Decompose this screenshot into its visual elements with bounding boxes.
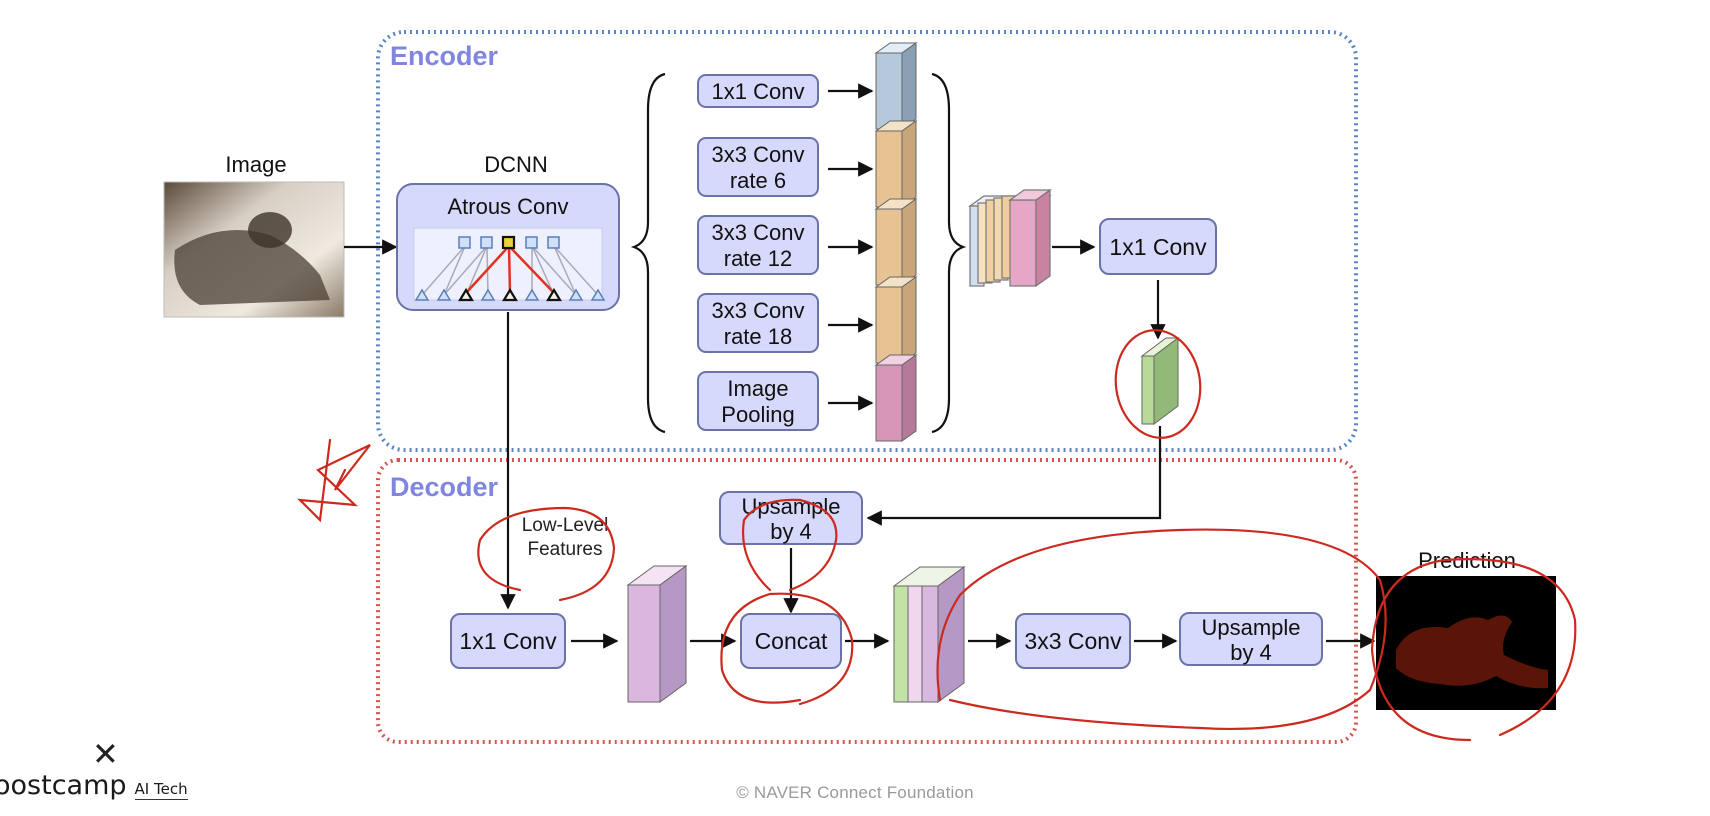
prediction-mask — [1376, 576, 1556, 710]
star-annotation — [297, 438, 371, 523]
logo-brand: oostcamp — [0, 770, 127, 801]
encoder-output-feature — [1140, 337, 1180, 425]
atrous-conv-illustration — [414, 235, 606, 302]
copyright-footer: © NAVER Connect Foundation — [736, 783, 974, 802]
image-label: Image — [225, 152, 286, 177]
logo-mark: ✕ — [92, 735, 119, 773]
circle-prediction — [1370, 558, 1577, 742]
aspp-conv3x3-rate18: 3x3 Conv rate 18 — [697, 293, 819, 353]
aspp-conv1x1: 1x1 Conv — [697, 74, 819, 108]
svg-text:1x1 Conv: 1x1 Conv — [712, 79, 805, 104]
low-level-features-line2: Features — [528, 539, 603, 560]
input-image — [163, 181, 345, 318]
decoder-title: Decoder — [390, 472, 499, 502]
svg-text:by 4: by 4 — [1230, 640, 1272, 665]
aspp-image-pooling: Image Pooling — [697, 371, 819, 431]
logo-sub: AI Tech — [134, 780, 188, 800]
feature-map-pooling — [874, 354, 918, 442]
svg-text:Image: Image — [727, 376, 788, 401]
handwritten-annotations — [297, 329, 1577, 742]
feature-map-rate6 — [874, 120, 918, 208]
decoder-upsample-right: Upsample by 4 — [1179, 612, 1323, 666]
aspp-conv3x3-rate12: 3x3 Conv rate 12 — [697, 215, 819, 275]
svg-text:Upsample: Upsample — [1201, 615, 1300, 640]
svg-text:Upsample: Upsample — [741, 494, 840, 519]
dcnn-label: DCNN — [484, 152, 548, 177]
svg-text:1x1 Conv: 1x1 Conv — [1109, 234, 1207, 260]
svg-text:Concat: Concat — [755, 628, 828, 654]
svg-text:3x3 Conv: 3x3 Conv — [712, 298, 805, 323]
encoder-conv1x1: 1x1 Conv — [1099, 218, 1217, 275]
logo: oostcamp AI Tech — [0, 770, 188, 801]
brace-left — [630, 72, 666, 434]
lowlevel-feature-map — [626, 565, 688, 703]
circle-low-level — [477, 506, 616, 602]
svg-text:1x1 Conv: 1x1 Conv — [459, 628, 557, 654]
brace-right — [931, 72, 967, 434]
svg-text:rate 12: rate 12 — [724, 246, 793, 271]
circle-encoder-output — [1114, 329, 1202, 439]
decoder-concat-stack — [892, 566, 966, 703]
decoder-region — [376, 458, 1358, 744]
svg-text:rate 6: rate 6 — [730, 168, 786, 193]
svg-text:3x3 Conv: 3x3 Conv — [712, 220, 805, 245]
dcnn-title: Atrous Conv — [447, 194, 568, 219]
circle-upsample — [742, 498, 838, 592]
aspp-concat-stack — [968, 188, 1052, 288]
encoder-region — [376, 30, 1358, 452]
svg-text:by 4: by 4 — [770, 519, 812, 544]
svg-text:Pooling: Pooling — [721, 402, 794, 427]
circle-decoder-tail — [936, 528, 1387, 731]
low-level-features-line1: Low-Level — [522, 515, 609, 536]
decoder-concat: Concat — [740, 613, 842, 669]
feature-map-rate12 — [874, 198, 918, 286]
circle-concat — [720, 592, 854, 706]
aspp-conv3x3-rate6: 3x3 Conv rate 6 — [697, 137, 819, 197]
svg-text:rate 18: rate 18 — [724, 324, 793, 349]
svg-text:3x3 Conv: 3x3 Conv — [1024, 628, 1122, 654]
decoder-upsample-top: Upsample by 4 — [719, 491, 863, 545]
aspp-arrows — [828, 83, 874, 411]
decoder-conv3x3: 3x3 Conv — [1015, 613, 1131, 669]
decoder-conv1x1: 1x1 Conv — [450, 613, 566, 669]
encoder-title: Encoder — [390, 41, 499, 71]
svg-text:3x3 Conv: 3x3 Conv — [712, 142, 805, 167]
dcnn-block: Atrous Conv — [396, 183, 620, 311]
arrow-encoder-to-upsample — [866, 426, 1162, 526]
feature-map-rate18 — [874, 276, 918, 364]
feature-map-conv1x1 — [874, 42, 918, 130]
